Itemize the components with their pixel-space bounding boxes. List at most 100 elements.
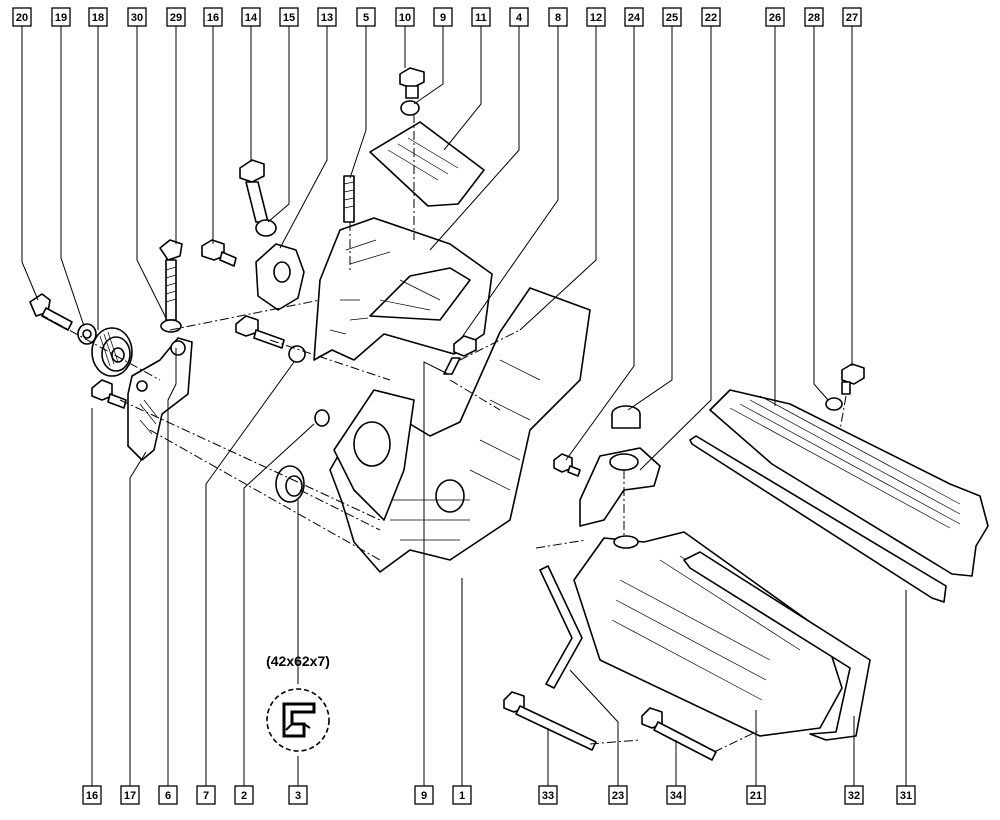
callout-label: 24 xyxy=(628,12,641,24)
callout-3: 3 xyxy=(288,785,308,805)
bolt-27 xyxy=(841,363,865,395)
callout-5: 5 xyxy=(356,7,376,27)
callout-22: 22 xyxy=(701,7,721,27)
filler-cap-25 xyxy=(611,405,641,429)
callout-label: 15 xyxy=(283,12,295,24)
callout-4: 4 xyxy=(509,7,529,27)
callout-21: 21 xyxy=(746,785,766,805)
callout-32: 32 xyxy=(844,785,864,805)
bolt-16-left xyxy=(91,379,127,409)
callout-30: 30 xyxy=(127,7,147,27)
plug-2 xyxy=(314,409,330,427)
rocker-gasket-31 xyxy=(689,435,947,603)
stud-5 xyxy=(343,175,355,223)
callout-6: 6 xyxy=(158,785,178,805)
callout-17: 17 xyxy=(120,785,140,805)
oil-sump-21 xyxy=(573,531,843,737)
bolt-16-upper xyxy=(201,239,237,267)
callout-label: 22 xyxy=(705,12,717,24)
oil-seal-3 xyxy=(275,465,305,503)
seal-dimension-label: (42x62x7) xyxy=(266,653,330,669)
bolt-14 xyxy=(239,159,269,223)
callout-label: 28 xyxy=(808,12,820,24)
washer-19 xyxy=(77,323,97,345)
callout-23: 23 xyxy=(608,785,628,805)
callout-19: 19 xyxy=(51,7,71,27)
callout-27: 27 xyxy=(842,7,862,27)
washer-9-top xyxy=(400,100,420,116)
callout-26: 26 xyxy=(765,7,785,27)
tensioner-13 xyxy=(255,243,305,311)
parts-layer xyxy=(29,67,989,761)
callout-12: 12 xyxy=(586,7,606,27)
callout-label: 30 xyxy=(131,12,143,24)
callout-33: 33 xyxy=(538,785,558,805)
callout-label: 16 xyxy=(207,12,219,24)
callout-label: 32 xyxy=(848,790,860,802)
callout-label: 5 xyxy=(363,12,369,24)
callout-label: 18 xyxy=(92,12,104,24)
callout-label: 6 xyxy=(165,790,171,802)
callout-label: 17 xyxy=(124,790,136,802)
callout-11: 11 xyxy=(471,7,491,27)
seal-section-circle xyxy=(266,688,330,752)
callout-label: 9 xyxy=(440,12,446,24)
callout-label: 16 xyxy=(86,790,98,802)
callout-20: 20 xyxy=(12,7,32,27)
callout-label: 2 xyxy=(241,790,247,802)
callout-label: 19 xyxy=(55,12,67,24)
callout-label: 7 xyxy=(203,790,209,802)
bracket-17 xyxy=(127,337,193,461)
assembly-axes xyxy=(39,114,847,753)
bolt-20 xyxy=(29,293,73,331)
callout-row-top: 20 19 18 30 29 16 14 15 13 5 10 9 11 4 8 12 24 25 22 26 28 27 xyxy=(12,7,862,27)
oil-pump-bracket-22 xyxy=(579,447,661,527)
callout-14: 14 xyxy=(241,7,261,27)
bolt-33 xyxy=(503,691,597,751)
callout-25: 25 xyxy=(662,7,682,27)
callout-label: 13 xyxy=(321,12,333,24)
callout-label: 20 xyxy=(16,12,28,24)
callout-34: 34 xyxy=(666,785,686,805)
callout-15: 15 xyxy=(279,7,299,27)
callout-9: 9 xyxy=(433,7,453,27)
callout-label: 23 xyxy=(612,790,624,802)
callout-16: 16 xyxy=(203,7,223,27)
callout-label: 31 xyxy=(900,790,912,802)
callout-label: 25 xyxy=(666,12,678,24)
timing-cover-1 xyxy=(329,287,591,573)
callout-label: 33 xyxy=(542,790,554,802)
callout-label: 10 xyxy=(399,12,411,24)
callout-label: 21 xyxy=(750,790,762,802)
callout-8: 8 xyxy=(548,7,568,27)
callout-24: 24 xyxy=(624,7,644,27)
bolt-7 xyxy=(235,315,285,349)
callout-label: 8 xyxy=(555,12,561,24)
callout-label: 9 xyxy=(421,790,427,802)
callout-18: 18 xyxy=(88,7,108,27)
callout-label: 11 xyxy=(475,12,487,24)
callout-16: 16 xyxy=(82,785,102,805)
callout-label: 27 xyxy=(846,12,858,24)
plate-11 xyxy=(369,121,485,207)
bolt-10 xyxy=(399,67,425,99)
bolt-24 xyxy=(553,453,581,477)
rocker-cover-26 xyxy=(709,389,989,577)
callout-1: 1 xyxy=(452,785,472,805)
leader-lines xyxy=(21,26,907,786)
seal-section-lip xyxy=(285,723,311,731)
callout-label: 14 xyxy=(245,12,258,24)
callout-13: 13 xyxy=(317,7,337,27)
callout-label: 3 xyxy=(295,790,301,802)
callout-9: 9 xyxy=(414,785,434,805)
callout-label: 34 xyxy=(670,790,683,802)
callout-31: 31 xyxy=(896,785,916,805)
callout-label: 4 xyxy=(516,12,523,24)
washer-6 xyxy=(288,345,306,363)
callout-29: 29 xyxy=(166,7,186,27)
callout-label: 29 xyxy=(170,12,182,24)
callout-7: 7 xyxy=(196,785,216,805)
callout-label: 26 xyxy=(769,12,781,24)
